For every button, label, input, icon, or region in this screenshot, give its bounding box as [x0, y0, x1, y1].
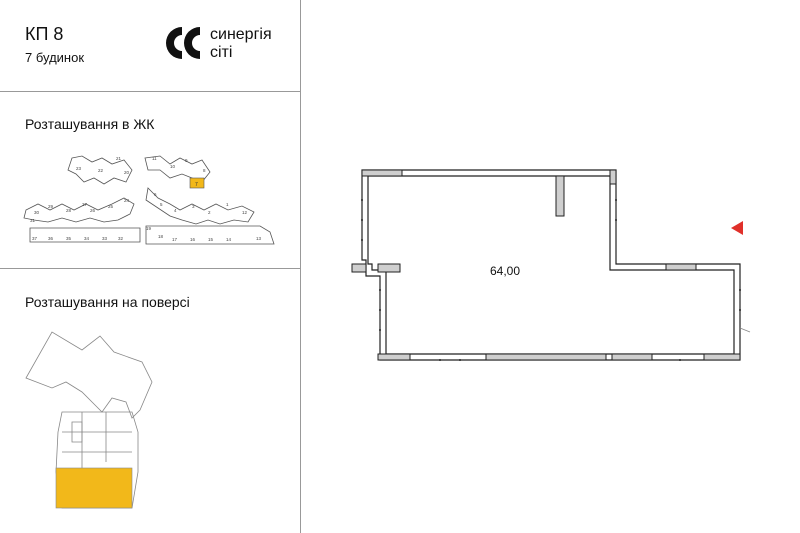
- svg-text:26: 26: [90, 208, 96, 213]
- svg-text:21: 21: [116, 156, 122, 161]
- divider-section: [0, 268, 300, 269]
- svg-text:18: 18: [158, 234, 164, 239]
- svg-text:10: 10: [170, 164, 176, 169]
- highlighted-unit: [55, 467, 133, 509]
- svg-text:13: 13: [256, 236, 262, 241]
- svg-text:6: 6: [154, 192, 157, 197]
- svg-text:5: 5: [160, 202, 163, 207]
- svg-text:9: 9: [185, 158, 188, 163]
- unit-area-label: 64,00: [490, 264, 521, 278]
- building-subtitle: 7 будинок: [25, 50, 85, 65]
- floor-location-heading: Розташування на поверсі: [25, 294, 190, 310]
- svg-text:22: 22: [98, 168, 104, 173]
- unit-title: КП 8: [25, 24, 64, 44]
- complex-location-heading: Розташування в ЖК: [25, 116, 155, 132]
- svg-text:29: 29: [48, 204, 54, 209]
- svg-text:15: 15: [208, 237, 214, 242]
- svg-text:32: 32: [118, 236, 124, 241]
- brand-line1: синергія: [210, 26, 272, 43]
- svg-text:30: 30: [34, 210, 40, 215]
- svg-text:12: 12: [242, 210, 248, 215]
- svg-text:8: 8: [203, 168, 206, 173]
- svg-text:37: 37: [32, 236, 38, 241]
- svg-text:24: 24: [124, 198, 130, 203]
- svg-text:28: 28: [66, 208, 72, 213]
- divider-header: [0, 91, 300, 92]
- svg-text:3: 3: [192, 204, 195, 209]
- highlighted-building-label: 7: [195, 182, 198, 188]
- svg-text:14: 14: [226, 237, 232, 242]
- svg-text:16: 16: [190, 237, 196, 242]
- svg-text:35: 35: [66, 236, 72, 241]
- divider-vertical: [300, 0, 301, 533]
- main-floor-plan: [351, 169, 751, 361]
- brand-logo-icon: [166, 27, 200, 59]
- svg-text:31: 31: [30, 218, 36, 223]
- building-row-top-left: [67, 155, 133, 185]
- svg-text:2: 2: [208, 210, 211, 215]
- brand-name: синергія сіті: [210, 26, 290, 62]
- svg-text:4: 4: [174, 208, 177, 213]
- svg-text:27: 27: [82, 202, 88, 207]
- floor-location-plan: [25, 331, 153, 509]
- svg-text:33: 33: [102, 236, 108, 241]
- svg-text:1: 1: [226, 202, 229, 207]
- svg-text:23: 23: [76, 166, 82, 171]
- svg-text:25: 25: [108, 204, 114, 209]
- entrance-marker-icon: [731, 221, 743, 235]
- svg-text:34: 34: [84, 236, 90, 241]
- svg-text:17: 17: [172, 237, 178, 242]
- svg-text:36: 36: [48, 236, 54, 241]
- building-row-bottom: [29, 225, 275, 245]
- building-row-top-right: [144, 155, 211, 183]
- svg-text:11: 11: [152, 156, 157, 161]
- svg-text:20: 20: [124, 170, 130, 175]
- building-row-middle: [145, 187, 255, 225]
- highlighted-building: [189, 177, 205, 189]
- building-row-left: [23, 197, 135, 223]
- brand-line2: сіті: [210, 44, 233, 61]
- svg-text:19: 19: [146, 226, 152, 231]
